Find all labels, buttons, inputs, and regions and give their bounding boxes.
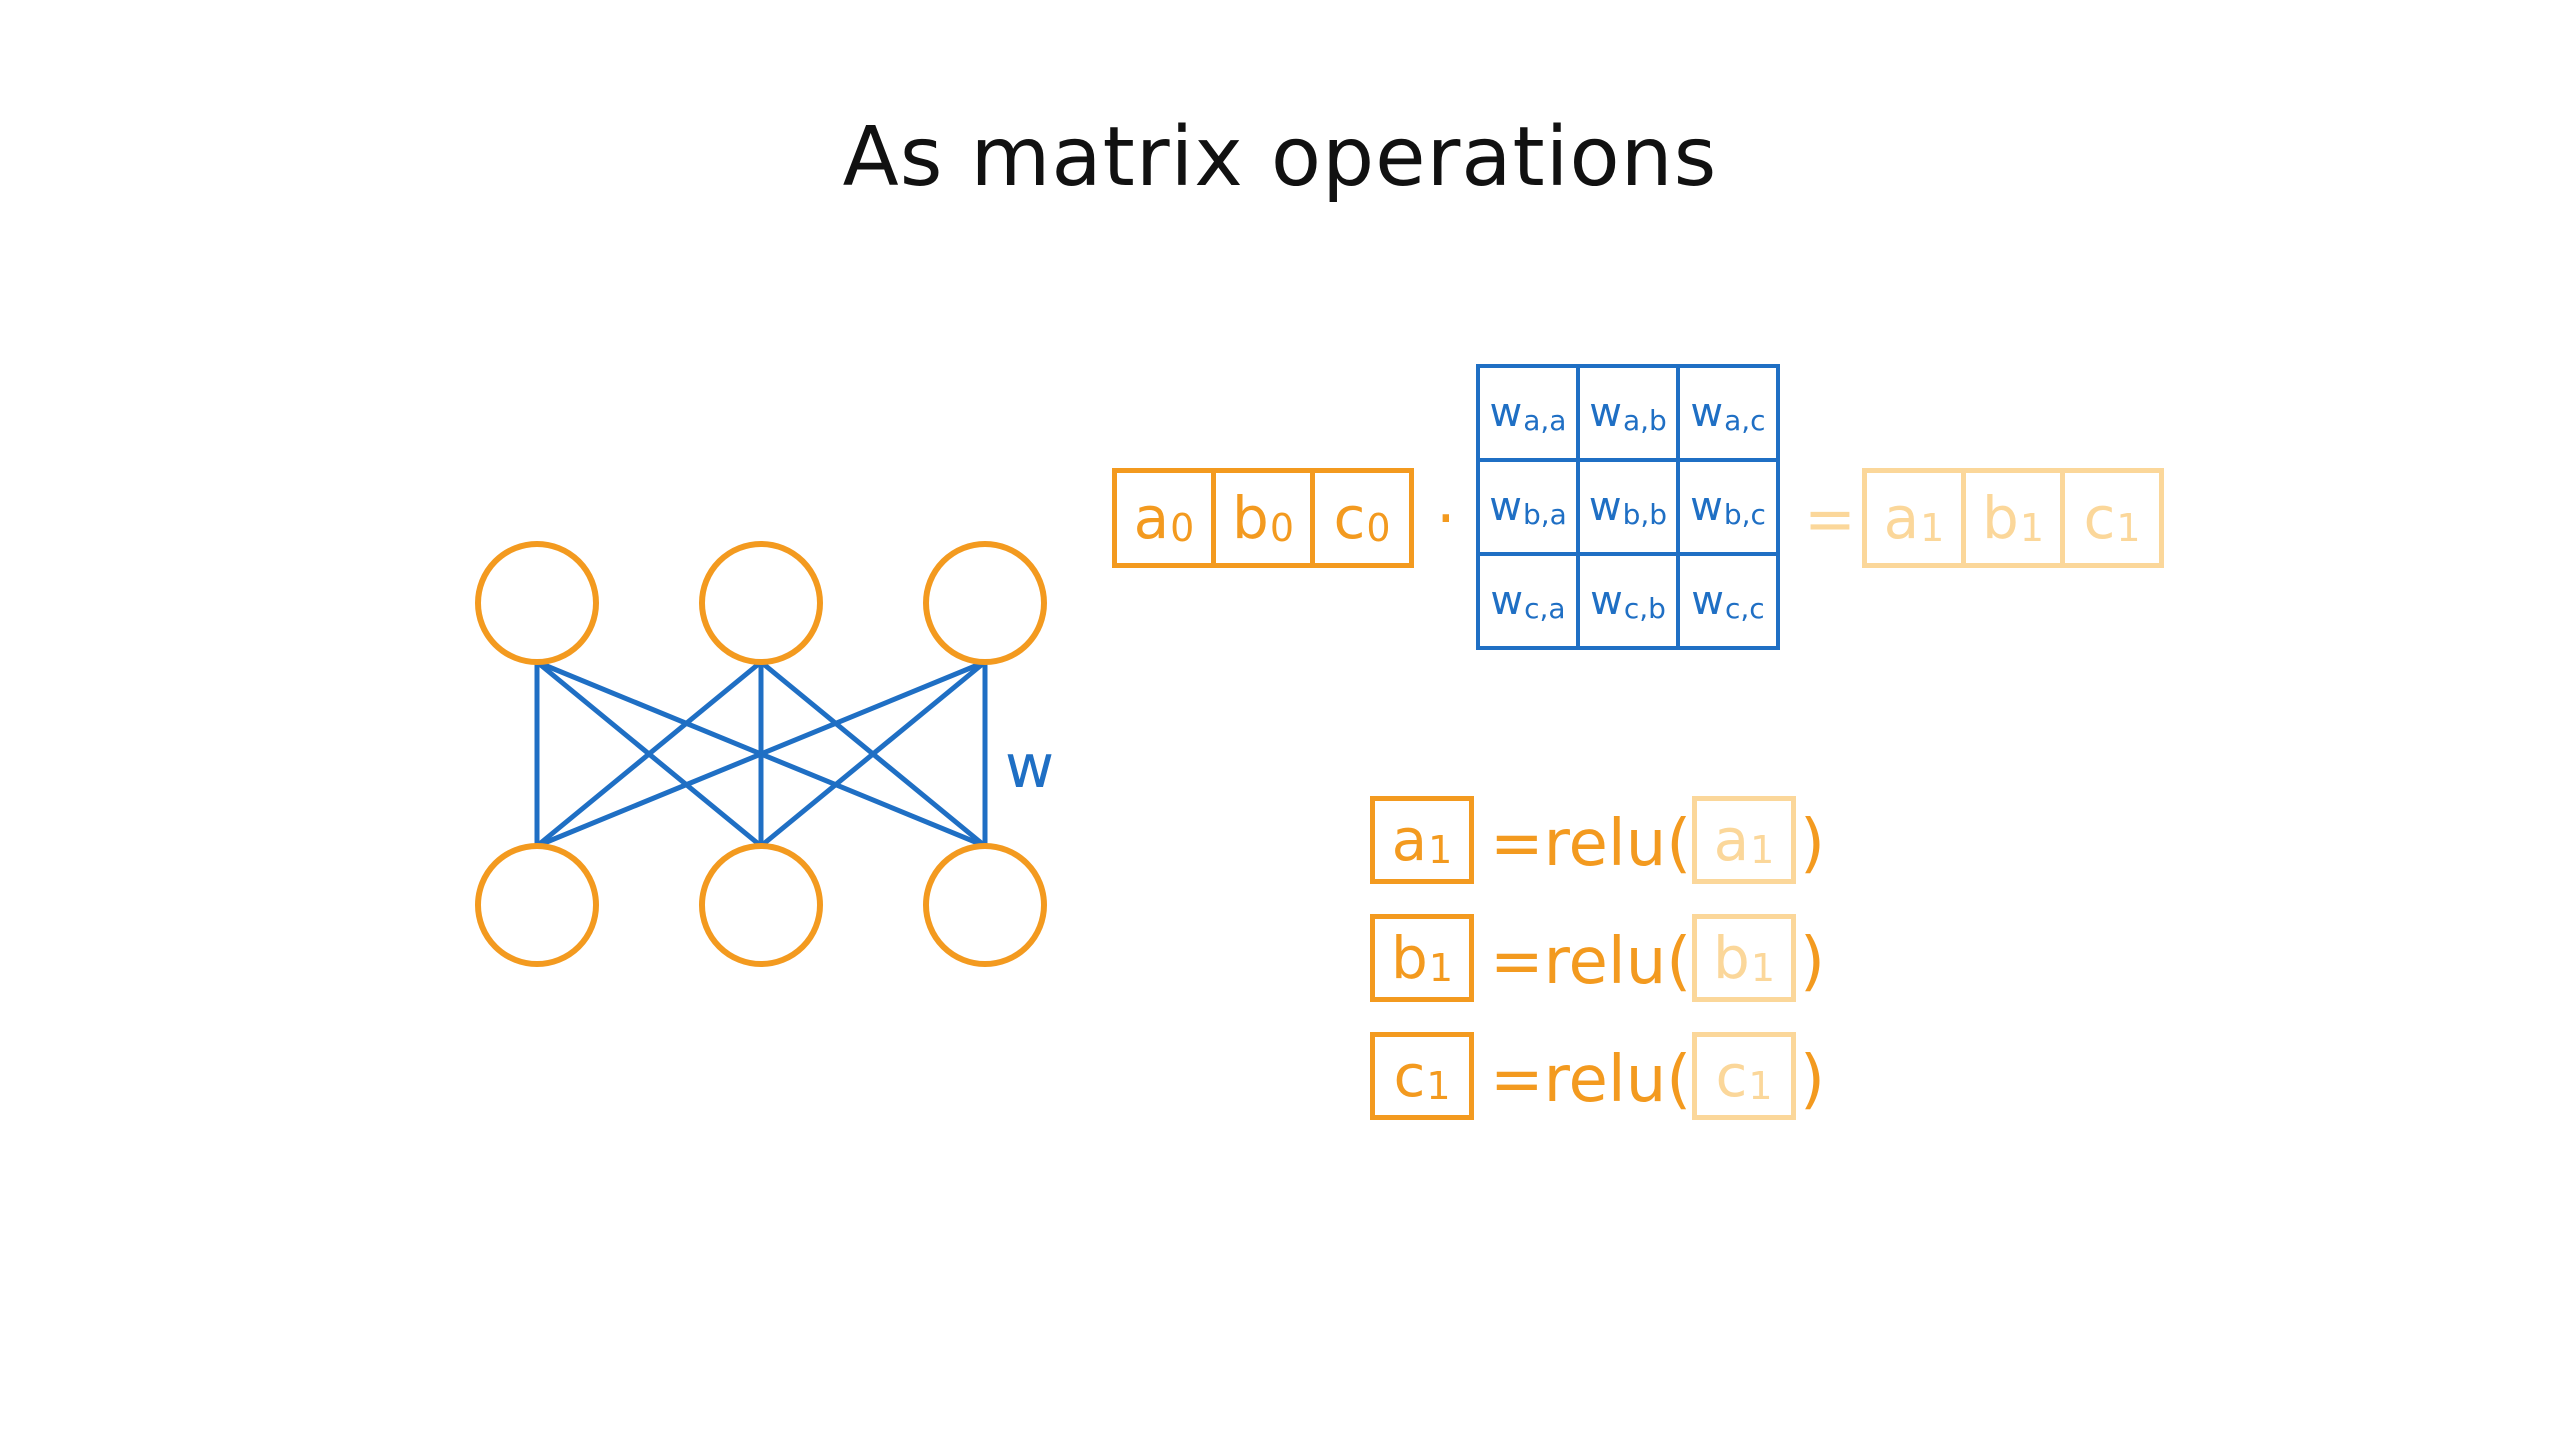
edge-1-0 xyxy=(535,660,763,848)
edge-2-0 xyxy=(536,659,986,849)
neuron-bottom-1 xyxy=(699,843,823,967)
dot-operator: · xyxy=(1436,482,1456,555)
weight-label: w xyxy=(1005,732,1054,802)
neuron-top-1 xyxy=(699,541,823,665)
weight-edges xyxy=(534,659,988,849)
neuron-top-2 xyxy=(923,541,1047,665)
neuron-nodes xyxy=(475,541,1047,967)
relu-close-b: ) xyxy=(1800,925,1825,999)
neuron-top-0 xyxy=(475,541,599,665)
neuron-bottom-2 xyxy=(923,843,1047,967)
neuron-bottom-0 xyxy=(475,843,599,967)
relu-label-c: =relu( xyxy=(1490,1043,1692,1117)
equals-operator: = xyxy=(1804,482,1856,555)
relu-label-b: =relu( xyxy=(1490,925,1692,999)
slide-title: As matrix operations xyxy=(842,110,1718,205)
edge-2-1 xyxy=(759,660,987,848)
relu-close-c: ) xyxy=(1800,1043,1825,1117)
relu-close-a: ) xyxy=(1800,807,1825,881)
relu-label-a: =relu( xyxy=(1490,807,1692,881)
